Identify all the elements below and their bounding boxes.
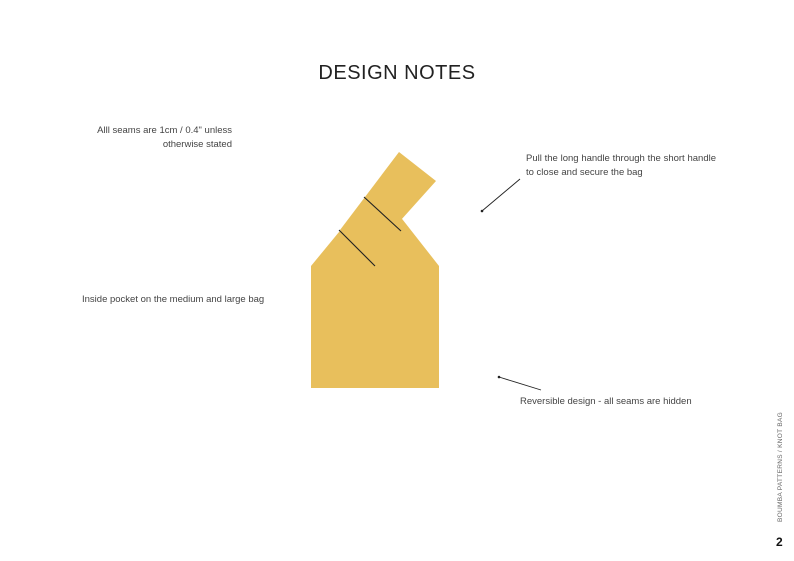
- side-label: BOUMBA PATTERNS / KNOT BAG: [777, 411, 784, 522]
- reversible-pointer-dot: [497, 375, 501, 379]
- page-title: DESIGN NOTES: [318, 62, 476, 84]
- handle-note: Pull the long handle through the short h…: [526, 153, 716, 178]
- pocket-note: Inside pocket on the medium and large ba…: [82, 294, 265, 305]
- reversible-pointer-line: [498, 376, 542, 391]
- seam-allowance-note: Alll seams are 1cm / 0.4" unless otherwi…: [97, 125, 232, 150]
- handle-pointer-dot: [480, 209, 484, 213]
- handle-pointer-line: [481, 178, 521, 212]
- handle-seam-lower: [338, 229, 376, 267]
- bag-body: [311, 215, 439, 388]
- handle-seam-upper: [363, 196, 402, 232]
- page-number: 2: [776, 535, 783, 549]
- reversible-note: Reversible design - all seams are hidden: [520, 396, 692, 407]
- bag-handle: [340, 152, 436, 230]
